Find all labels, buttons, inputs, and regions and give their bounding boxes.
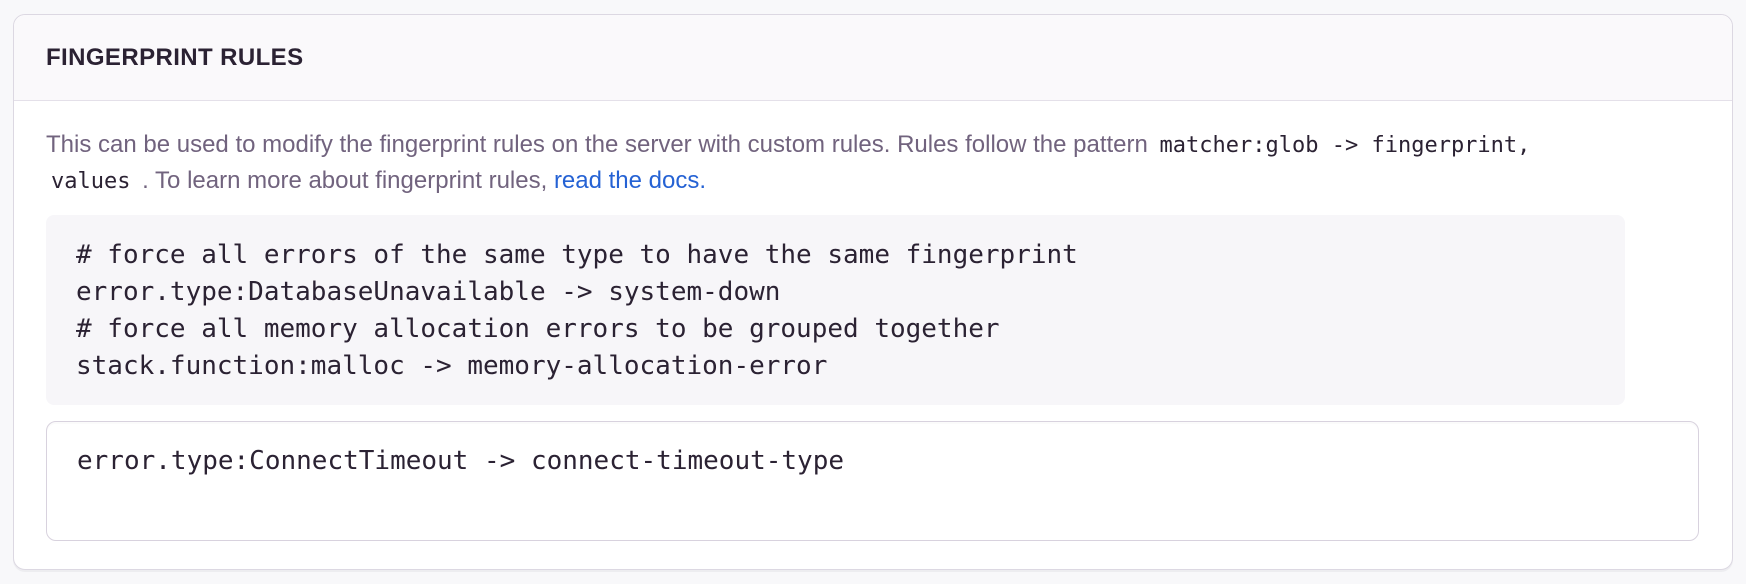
code-example-line: # force all errors of the same type to h… — [76, 240, 1078, 270]
description-middle: . To learn more about fingerprint rules, — [135, 167, 554, 194]
code-example-line: stack.function:malloc -> memory-allocati… — [76, 351, 828, 381]
panel-body: This can be used to modify the fingerpri… — [14, 101, 1732, 569]
code-example-block: # force all errors of the same type to h… — [46, 215, 1625, 405]
code-example-line: # force all memory allocation errors to … — [76, 314, 1000, 344]
pattern-inline-code-values: values — [51, 169, 131, 194]
fingerprint-rules-panel: FINGERPRINT RULES This can be used to mo… — [13, 14, 1733, 570]
description-intro: This can be used to modify the fingerpri… — [46, 131, 1155, 158]
pattern-inline-code: matcher:glob -> fingerprint, — [1159, 133, 1531, 158]
code-example-line: error.type:DatabaseUnavailable -> system… — [76, 277, 781, 307]
panel-title: FINGERPRINT RULES — [46, 43, 304, 71]
description-text: This can be used to modify the fingerpri… — [46, 127, 1700, 199]
read-the-docs-link[interactable]: read the docs. — [553, 167, 707, 194]
panel-header: FINGERPRINT RULES — [14, 15, 1732, 101]
fingerprint-rules-textarea[interactable]: error.type:ConnectTimeout -> connect-tim… — [46, 421, 1699, 541]
